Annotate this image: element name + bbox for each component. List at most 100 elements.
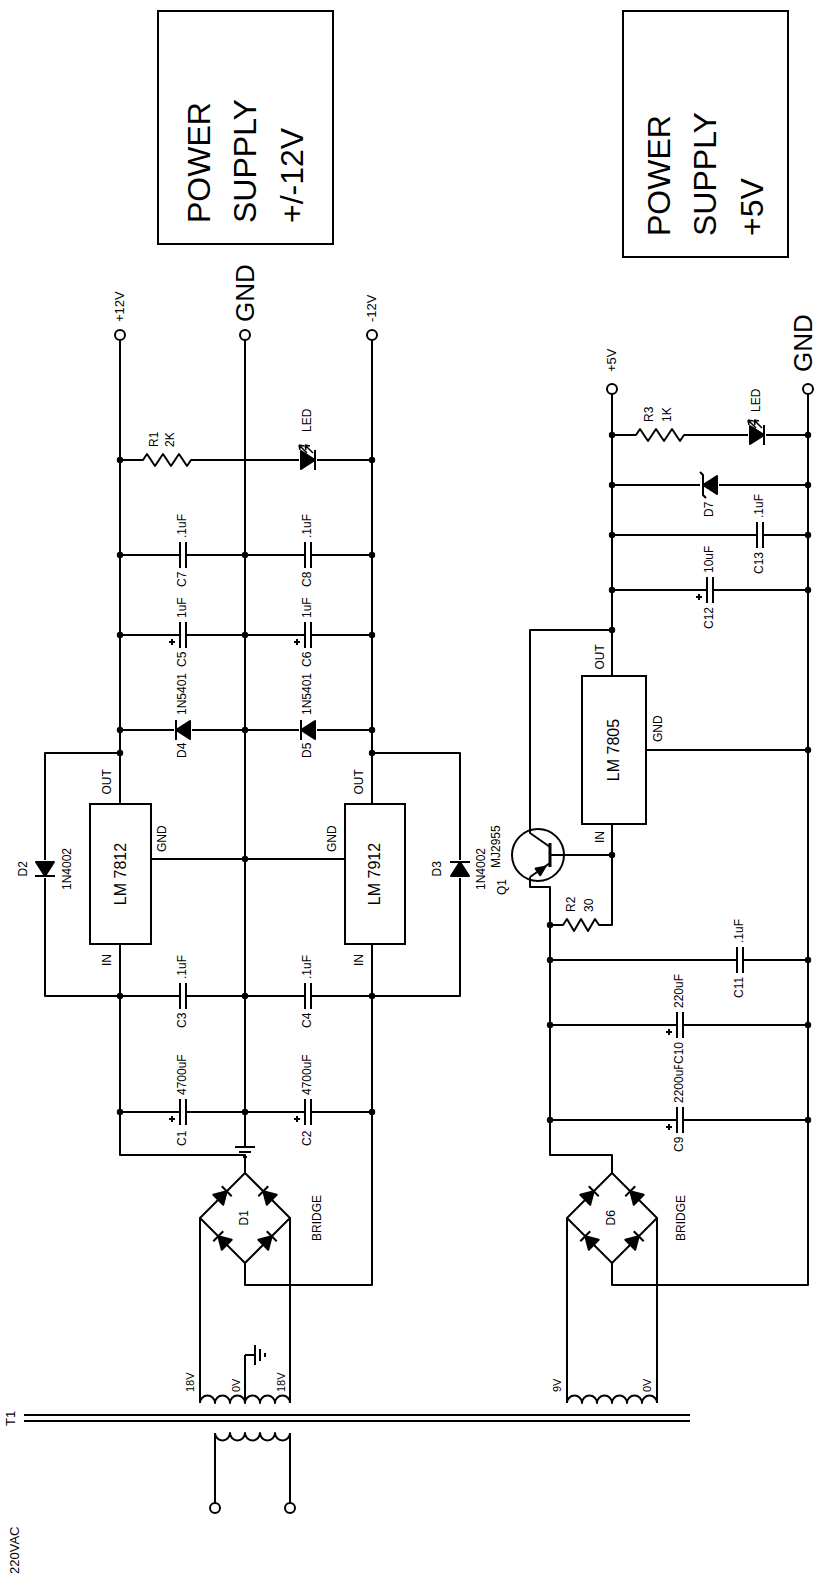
part-label: 30: [583, 898, 597, 913]
junction-dot: [369, 457, 375, 463]
secondary-coil: [567, 1396, 657, 1404]
part-label: 220uF: [673, 973, 687, 1009]
part-label: C11: [733, 976, 747, 999]
junction-dot: [609, 587, 615, 593]
diode-symbol: [299, 719, 317, 741]
part-label: LED: [750, 388, 764, 413]
transistor-base: [549, 843, 552, 867]
junction-dot: [242, 552, 248, 558]
title-text: POWER SUPPLY +5V: [636, 61, 775, 236]
part-label: 1uF: [301, 596, 315, 619]
junction-dot: [805, 957, 811, 963]
part-label: 220VAC: [8, 1526, 23, 1575]
part-label: IN: [594, 830, 608, 844]
part-label: C9: [673, 1136, 687, 1153]
junction-dot: [805, 747, 811, 753]
resistor-symbol: [630, 427, 690, 443]
part-label: C13: [753, 551, 767, 575]
part-label: .1uF: [753, 493, 767, 519]
terminal: [803, 384, 813, 394]
wire: [530, 394, 808, 1285]
terminal: [240, 330, 250, 340]
junction-dot: [369, 993, 375, 999]
junction-dot: [242, 632, 248, 638]
part-label: OUT: [353, 768, 367, 795]
part-label: 2K: [164, 431, 178, 448]
part-label: C12: [703, 606, 717, 630]
part-name: LM 7912: [365, 843, 384, 905]
junction-dot: [609, 627, 615, 633]
capacitor-symbol: [169, 621, 186, 649]
diode-symbol: [174, 719, 192, 741]
part-label: T1: [4, 1410, 19, 1427]
part-label: 1K: [661, 406, 675, 423]
part-label: D6: [605, 1209, 619, 1226]
part-label: .1uF: [733, 918, 747, 944]
part-label: R3: [643, 406, 657, 423]
part-label: C4: [301, 1012, 315, 1029]
primary-coil: [215, 1433, 290, 1441]
part-label: LED: [301, 408, 315, 433]
part-label: R1: [148, 431, 162, 448]
junction-dot: [117, 1109, 123, 1115]
junction-dot: [117, 750, 123, 756]
terminal: [285, 1503, 295, 1513]
diode-symbol: [34, 860, 56, 878]
part-label: C2: [301, 1130, 315, 1147]
part-label: C3: [176, 1012, 190, 1029]
junction-dot: [369, 632, 375, 638]
capacitor-symbol: [305, 982, 311, 1010]
capacitor-symbol: [737, 946, 743, 974]
part-label: OUT: [594, 643, 608, 670]
junction-dots: [117, 432, 811, 1123]
terminal: [210, 1503, 220, 1513]
part-label: 1N4002: [61, 847, 75, 891]
part-label: GND: [652, 714, 666, 743]
part-label: D2: [17, 860, 31, 877]
capacitor-symbol: [294, 621, 311, 649]
capacitor-symbol: [666, 1011, 683, 1039]
bridge-symbol: [567, 1173, 657, 1263]
part-label: 18V: [184, 1371, 197, 1393]
part-label: .1uF: [301, 954, 315, 980]
regulator-box: LM 7805: [581, 675, 647, 825]
rail-name: GND: [232, 263, 258, 323]
part-label: GND: [156, 824, 170, 853]
part-label: C5: [176, 651, 190, 668]
part-label: GND: [326, 824, 340, 853]
part-label: D1: [238, 1209, 252, 1226]
regulator-box: LM 7912: [344, 803, 406, 945]
part-label: D5: [301, 742, 315, 759]
capacitor-symbol: [305, 541, 311, 569]
part-label: C10: [673, 1041, 687, 1065]
part-label: 0V: [230, 1378, 243, 1393]
part-label: 18V: [275, 1371, 288, 1393]
junction-dot: [609, 852, 615, 858]
transformer-core: [24, 1415, 690, 1421]
led-symbol: [299, 445, 317, 471]
part-label: .1uF: [301, 513, 315, 539]
junction-dot: [369, 552, 375, 558]
part-label: IN: [101, 953, 115, 967]
terminal: [607, 384, 617, 394]
junction-dot: [242, 1109, 248, 1115]
emitter-arrow: [536, 863, 548, 875]
junction-dot: [805, 1117, 811, 1123]
ground-symbol: [245, 1345, 265, 1365]
junction-dot: [805, 482, 811, 488]
part-label: 1N4002: [475, 847, 489, 891]
junction-dot: [117, 552, 123, 558]
part-label: Q1: [496, 878, 510, 896]
junction-dot: [242, 856, 248, 862]
led-symbol: [748, 420, 766, 446]
terminal: [367, 330, 377, 340]
junction-dot: [242, 993, 248, 999]
title-box: POWER SUPPLY +/-12V: [157, 10, 334, 245]
capacitor-symbol: [180, 541, 186, 569]
part-label: BRIDGE: [675, 1194, 689, 1242]
part-label: 9V: [551, 1378, 564, 1393]
part-label: IN: [353, 953, 367, 967]
part-label: 1N5401: [301, 672, 315, 716]
junction-dot: [242, 727, 248, 733]
part-label: D7: [703, 501, 717, 518]
